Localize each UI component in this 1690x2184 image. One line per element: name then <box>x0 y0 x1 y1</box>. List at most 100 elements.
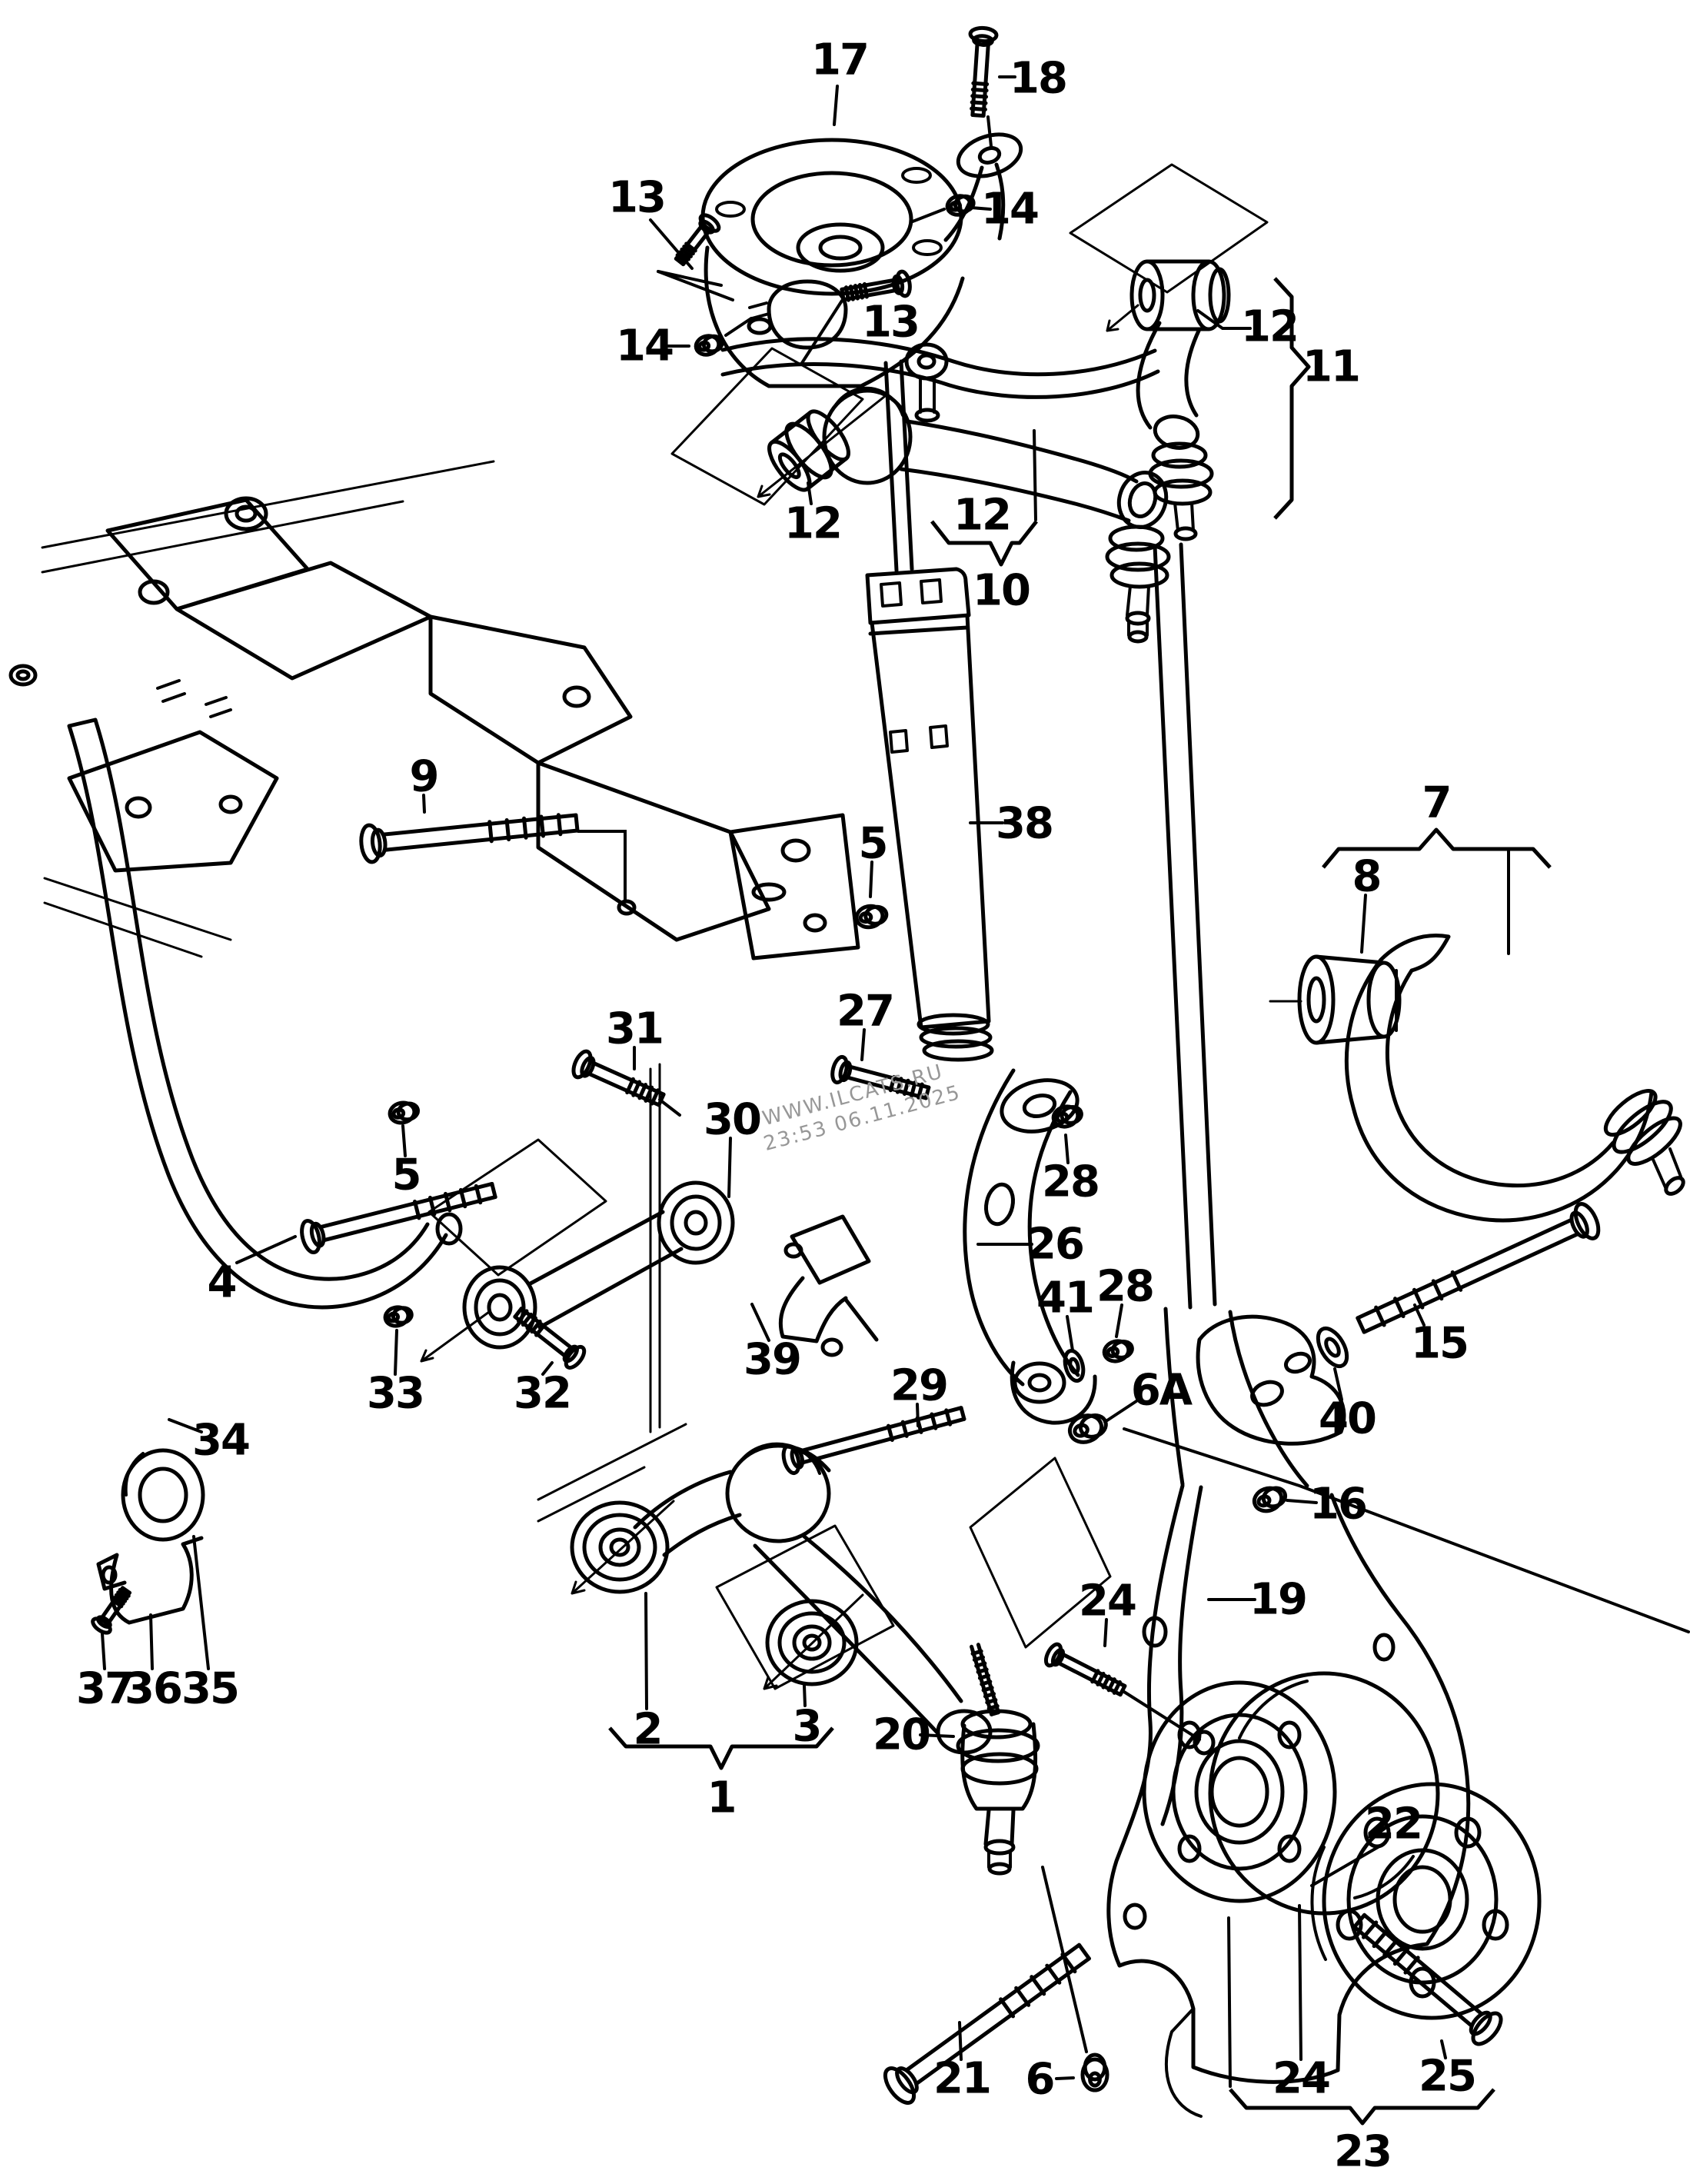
bearing-ring <box>1194 1739 1285 1845</box>
link10-ring <box>822 388 913 485</box>
shock-bottom-ring <box>922 1039 994 1062</box>
knuckle-bore-arcs <box>1238 1680 1415 1899</box>
diagram-sketch <box>8 132 1690 2118</box>
edge-nut-hole <box>15 669 31 681</box>
bushing-3-hole <box>802 1633 822 1652</box>
leader-12-left <box>807 481 813 505</box>
boss-hole <box>1250 1380 1284 1407</box>
stab-bushing-35 <box>121 1448 205 1542</box>
strut-mount-center-hole <box>818 235 863 261</box>
bolt-4 <box>300 1181 497 1255</box>
bolt-15 <box>1356 1202 1601 1334</box>
leader-10 <box>1033 429 1037 521</box>
shock-tube <box>870 613 991 1030</box>
axis-arrow <box>763 1593 864 1690</box>
part-label-6A: 6A <box>1131 1366 1193 1416</box>
lower-arm-ring-inner <box>738 1442 821 1475</box>
part-label-23: 23 <box>1334 2127 1391 2177</box>
console-hole <box>125 796 152 819</box>
link11-end-bush <box>1153 414 1200 450</box>
arm26-top-boss <box>1000 1078 1080 1134</box>
bolt-29 <box>781 1406 966 1476</box>
part-label-5-upper: 5 <box>859 819 887 869</box>
axis-arrow-long <box>757 395 886 498</box>
bushing-8-face <box>1366 960 1402 1039</box>
part-label-25: 25 <box>1419 2052 1475 2102</box>
link30-bushing <box>670 1194 722 1251</box>
hub-bore <box>1392 1865 1452 1934</box>
hub-depth-arc <box>1310 1846 1327 1961</box>
ball-joint-stud-ring <box>1173 526 1198 541</box>
washer-41 <box>1063 1348 1086 1383</box>
nut-16 <box>1252 1486 1288 1513</box>
assembly-panels <box>427 163 1269 1690</box>
part-label-35: 35 <box>181 1664 238 1714</box>
leader-8 <box>1360 894 1367 954</box>
hardware-parts <box>91 25 1601 2105</box>
part-label-21: 21 <box>933 2054 990 2104</box>
part-label-27: 27 <box>837 987 893 1037</box>
leader-35 <box>192 1535 210 1670</box>
bushing-2 <box>582 1513 657 1582</box>
bolt-37 <box>91 1586 131 1635</box>
bolt9-target-hole <box>617 899 637 916</box>
knuckle-clevis <box>1165 2007 1203 2118</box>
leader-5-upper <box>869 861 873 898</box>
link10-ring-inner <box>833 386 904 417</box>
leader-2 <box>644 1592 648 1710</box>
part-label-4: 4 <box>208 1258 236 1308</box>
shock-cap-cutouts <box>880 578 943 608</box>
strut-mount-slot <box>715 201 746 218</box>
bolt-25 <box>1352 1913 1503 2046</box>
nut-5-upper <box>854 904 889 930</box>
leader-28-upper <box>1064 1134 1070 1164</box>
shock-mount-bracket <box>728 813 860 960</box>
bracket-7 <box>1322 827 1552 869</box>
part-label-37: 37 <box>76 1664 133 1714</box>
axis-arrow <box>1106 304 1139 332</box>
part-label-34: 34 <box>192 1416 249 1466</box>
part-label-31: 31 <box>606 1004 663 1054</box>
axis-arrow <box>420 1310 491 1363</box>
front-arm-stud <box>919 377 936 414</box>
bushing-8 <box>1297 954 1336 1045</box>
link30-bushing <box>657 1180 735 1265</box>
ball-joint-ring <box>1108 524 1165 552</box>
strut-mount-ring-inner <box>750 171 913 268</box>
ball-joint-ring <box>1109 561 1169 589</box>
ball-joint-20-stud-ring <box>983 1839 1016 1856</box>
leader-22 <box>1310 1843 1385 1887</box>
nut-14-left <box>694 334 724 357</box>
arm7-stud-tip <box>1664 1176 1685 1196</box>
stab-bushing-slit <box>124 1452 145 1497</box>
knuckle-top-boss <box>1196 1314 1346 1446</box>
part-label-12-mid: 12 <box>953 491 1010 541</box>
ball-joint-20-ring <box>960 1752 1039 1786</box>
leader-13-mid <box>800 299 843 365</box>
bolt-21 <box>883 1943 1091 2105</box>
bearing-bolt-hole <box>1277 1720 1302 1750</box>
upper-link-front-10 <box>899 419 1139 523</box>
lower-arm-ring <box>725 1443 831 1543</box>
part-label-12-right: 12 <box>1241 302 1298 352</box>
leader-5-lower <box>401 1124 407 1157</box>
console-studs <box>156 679 232 718</box>
bushing-3 <box>777 1611 847 1674</box>
boss-hole <box>1284 1351 1312 1374</box>
ball-joint-ring <box>1612 1100 1673 1154</box>
bushing-3 <box>792 1624 832 1661</box>
bolt-18 <box>968 25 999 118</box>
nut-5-lower <box>388 1100 421 1125</box>
front-upper-arm <box>720 337 1160 399</box>
link30-bushing <box>462 1265 537 1350</box>
arm-pad-hole <box>977 146 1002 165</box>
part-label-20: 20 <box>873 1710 930 1760</box>
wheel-bearing-unit <box>1142 1680 1337 1903</box>
stab-clamp-hole <box>101 1565 118 1585</box>
arm-pad <box>956 132 1023 178</box>
ball-joint-stud-ring <box>1125 611 1151 626</box>
part-label-39: 39 <box>744 1335 800 1385</box>
edge-nut <box>8 664 38 687</box>
bolt-13-left <box>674 213 721 267</box>
